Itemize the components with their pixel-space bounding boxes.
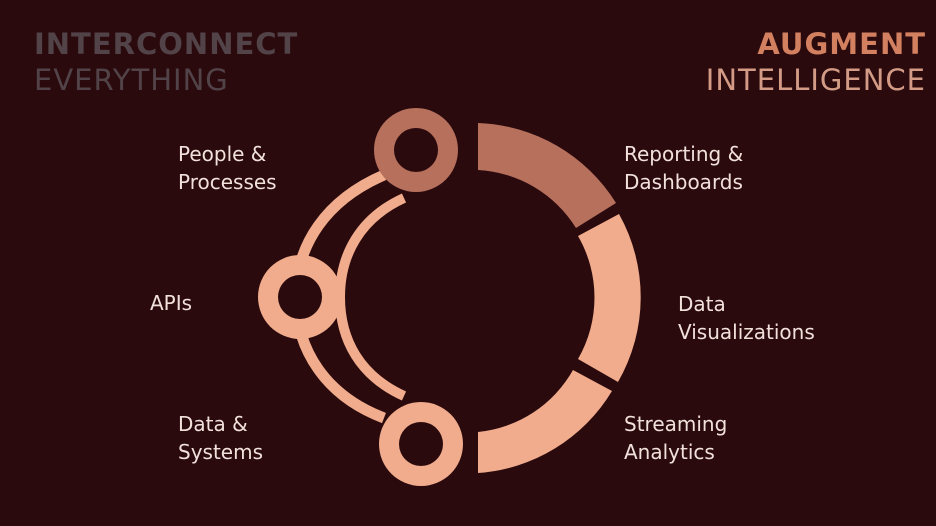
heading-left-light: EVERYTHING bbox=[34, 63, 229, 97]
segment-streaming-analytics bbox=[478, 370, 612, 473]
label-line: Dashboards bbox=[624, 170, 743, 194]
label-line: Streaming bbox=[624, 412, 728, 436]
heading-left-bold: INTERCONNECT bbox=[34, 27, 299, 61]
label-data-systems: Data & Systems bbox=[178, 410, 263, 466]
label-line: Data bbox=[678, 292, 726, 316]
segment-reporting-dashboards bbox=[478, 123, 616, 228]
label-line: Data & bbox=[178, 412, 248, 436]
label-line: Reporting & bbox=[624, 142, 744, 166]
label-line: Visualizations bbox=[678, 320, 815, 344]
label-data-visualizations: Data Visualizations bbox=[678, 290, 815, 346]
segment-data-visualizations bbox=[578, 214, 641, 382]
heading-right-light: INTELLIGENCE bbox=[705, 63, 926, 97]
heading-right-bold: AUGMENT bbox=[757, 27, 926, 61]
label-line: Analytics bbox=[624, 440, 715, 464]
label-line: Processes bbox=[178, 170, 277, 194]
label-line: APIs bbox=[150, 291, 193, 315]
node-people-processes bbox=[374, 108, 458, 192]
label-people-processes: People & Processes bbox=[178, 140, 277, 196]
heading-interconnect-everything: INTERCONNECT EVERYTHING bbox=[34, 26, 298, 98]
heading-augment-intelligence: AUGMENT INTELLIGENCE bbox=[706, 26, 926, 98]
node-data-systems bbox=[379, 402, 463, 486]
label-reporting-dashboards: Reporting & Dashboards bbox=[624, 140, 743, 196]
label-apis: APIs bbox=[150, 289, 192, 317]
label-line: People & bbox=[178, 142, 267, 166]
label-streaming-analytics: Streaming Analytics bbox=[624, 410, 727, 466]
node-apis bbox=[258, 255, 342, 339]
connector-inner-arc bbox=[334, 193, 407, 401]
label-line: Systems bbox=[178, 440, 263, 464]
